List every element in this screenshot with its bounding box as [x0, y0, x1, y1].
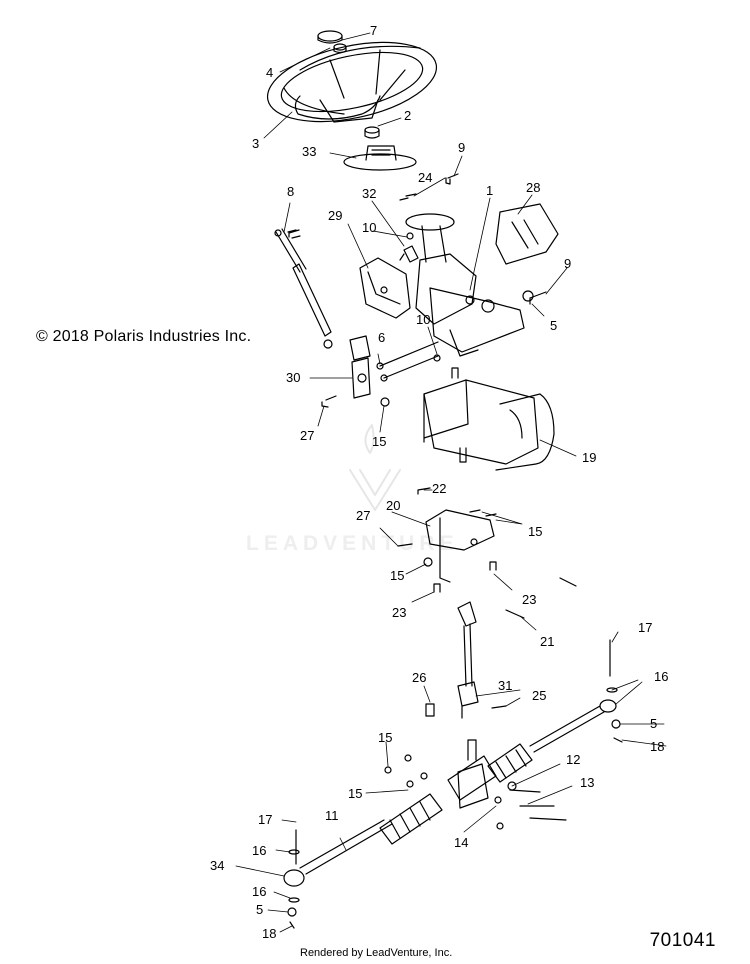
plug-26	[425, 703, 435, 717]
callout-4: 4	[266, 65, 273, 80]
callout-labels: 7 4 3 2 33 9 24 32 1 28 8 29 10 9 5 10 6…	[210, 23, 668, 941]
callout-3: 3	[252, 136, 259, 151]
callout-23-left: 23	[392, 605, 406, 620]
callout-15-top: 15	[372, 434, 386, 449]
nuts-15-bottom	[384, 754, 428, 788]
callout-12: 12	[566, 752, 580, 767]
tie-rod-end-left	[283, 869, 305, 887]
callout-7: 7	[370, 23, 377, 38]
steering-column	[405, 213, 525, 357]
u-joint-30	[349, 335, 371, 399]
callout-21: 21	[540, 634, 554, 649]
washers-16	[288, 687, 618, 903]
leader-lines	[235, 32, 667, 933]
callout-34: 34	[210, 858, 224, 873]
callout-15-right: 15	[528, 524, 542, 539]
watermark-logo	[349, 424, 401, 511]
tie-rod-end-right	[599, 699, 617, 713]
callout-29: 29	[328, 208, 342, 223]
nut-5-top	[522, 290, 534, 302]
bolts-13	[509, 789, 567, 821]
washer-10-top	[406, 232, 414, 240]
eps-unit	[423, 367, 555, 471]
callout-26: 26	[412, 670, 426, 685]
hub-adapter	[343, 145, 417, 171]
copyright-notice: © 2018 Polaris Industries Inc.	[36, 328, 252, 345]
intermediate-shaft	[457, 601, 479, 719]
callout-5-bottom-right: 5	[650, 716, 657, 731]
figure-number: 701041	[649, 930, 716, 951]
nut-15-top	[380, 397, 390, 407]
callout-18-right: 18	[650, 739, 664, 754]
bolt-22	[417, 487, 431, 495]
callout-25: 25	[532, 688, 546, 703]
callout-23-right: 23	[522, 592, 536, 607]
callout-17-right: 17	[638, 620, 652, 635]
nut-15-mid	[423, 557, 433, 567]
bolt-25	[491, 705, 507, 709]
callout-14: 14	[454, 835, 468, 850]
callout-19: 19	[582, 450, 596, 465]
cover-28	[495, 203, 559, 265]
callout-28: 28	[526, 180, 540, 195]
bracket-20	[425, 509, 495, 583]
callout-8: 8	[287, 184, 294, 199]
pins-18	[289, 737, 623, 929]
rack-and-pinion	[299, 705, 605, 875]
callout-16-left-a: 16	[252, 843, 266, 858]
callout-13: 13	[580, 775, 594, 790]
callout-1: 1	[486, 183, 493, 198]
callout-27-mid: 27	[356, 508, 370, 523]
callout-10-top: 10	[362, 220, 376, 235]
washer-12	[507, 781, 517, 791]
callout-27-top: 27	[300, 428, 314, 443]
callout-9-top: 9	[458, 140, 465, 155]
bolt-27-top	[321, 395, 337, 408]
callout-5-bottom-left: 5	[256, 902, 263, 917]
bracket-29	[359, 257, 411, 319]
callout-30: 30	[286, 370, 300, 385]
nuts-14	[494, 796, 504, 830]
callout-6: 6	[378, 330, 385, 345]
render-credit: Rendered by LeadVenture, Inc.	[300, 947, 453, 959]
bushing	[364, 126, 380, 139]
bolts-23	[433, 561, 497, 593]
bolt-27-mid	[397, 543, 413, 547]
bolt-21-b	[559, 577, 577, 587]
callout-16-left-b: 16	[252, 884, 266, 899]
pins-6	[376, 341, 439, 382]
callout-15-rack-left: 15	[348, 786, 362, 801]
callout-24: 24	[418, 170, 432, 185]
callout-10-mid: 10	[416, 312, 430, 327]
bolts-17	[295, 639, 611, 865]
gas-strut	[274, 228, 333, 349]
callout-31: 31	[498, 678, 512, 693]
bolt-24	[399, 193, 417, 201]
callout-18-left: 18	[262, 926, 276, 941]
callout-15-mid: 15	[390, 568, 404, 583]
wheel-cap	[317, 30, 343, 44]
switch-32	[399, 245, 419, 263]
callout-16-right: 16	[654, 669, 668, 684]
callout-9-right: 9	[564, 256, 571, 271]
callout-32: 32	[362, 186, 376, 201]
steering-wheel	[266, 41, 438, 123]
callout-20: 20	[386, 498, 400, 513]
callout-22: 22	[432, 481, 446, 496]
strut-pin	[288, 229, 300, 238]
callout-5-top: 5	[550, 318, 557, 333]
callout-11: 11	[325, 808, 339, 823]
callout-15-rack-top: 15	[378, 730, 392, 745]
callout-33: 33	[302, 144, 316, 159]
callout-17-left: 17	[258, 812, 272, 827]
bolt-9-top	[445, 173, 459, 185]
leadventure-watermark: LEADVENTURE	[246, 532, 459, 555]
callout-2: 2	[404, 108, 411, 123]
wheel-nut	[333, 43, 347, 54]
